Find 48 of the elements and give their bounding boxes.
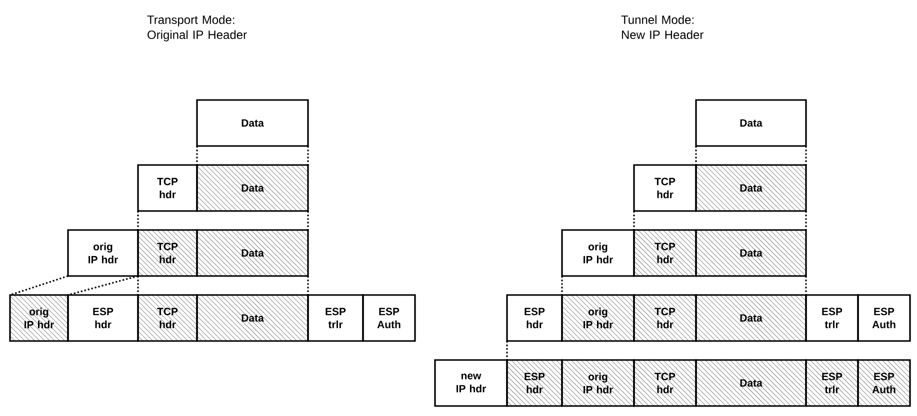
dotted-guide-line — [307, 211, 309, 230]
hatched-field-box: Data — [695, 229, 807, 277]
hatched-field-box: orig IP hdr — [561, 359, 635, 407]
hatched-field-box: Data — [196, 294, 309, 342]
field-box: orig IP hdr — [561, 229, 635, 277]
dotted-guide-line — [196, 146, 198, 165]
dotted-guide-line — [805, 276, 807, 295]
hatched-field-box: Data — [695, 164, 807, 212]
hatched-field-box: Data — [196, 229, 309, 277]
dotted-guide-line — [633, 211, 635, 230]
field-box: ESP hdr — [506, 294, 563, 342]
hatched-field-box: TCP hdr — [633, 294, 697, 342]
dotted-guide-line — [561, 276, 563, 295]
dotted-guide-line — [805, 211, 807, 230]
hatched-field-box: ESP hdr — [506, 359, 563, 407]
hatched-field-box: TCP hdr — [137, 294, 198, 342]
dotted-guide-line — [805, 146, 807, 165]
field-box: ESP Auth — [362, 294, 416, 342]
dotted-guide-line — [137, 211, 139, 230]
dotted-guide-line — [137, 276, 139, 295]
field-box: TCP hdr — [633, 164, 697, 212]
field-box: ESP trlr — [805, 294, 859, 342]
field-box: ESP hdr — [67, 294, 139, 342]
dotted-guide-line — [68, 275, 138, 296]
hatched-field-box: TCP hdr — [137, 229, 198, 277]
field-box: ESP Auth — [857, 294, 911, 342]
mode-heading: Transport Mode: Original IP Header — [147, 15, 247, 42]
dotted-guide-line — [307, 146, 309, 165]
mode-heading: Tunnel Mode: New IP Header — [621, 15, 704, 39]
field-box: orig IP hdr — [67, 229, 139, 277]
hatched-field-box: Data — [695, 359, 807, 407]
field-box: Data — [196, 99, 309, 147]
hatched-field-box: ESP Auth — [857, 359, 911, 407]
hatched-field-box: Data — [196, 164, 309, 212]
dotted-guide-line — [695, 146, 697, 165]
dotted-guide-line — [506, 341, 508, 360]
field-box: Data — [695, 99, 807, 147]
hatched-field-box: TCP hdr — [633, 359, 697, 407]
hatched-field-box: TCP hdr — [633, 229, 697, 277]
hatched-field-box: ESP trlr — [805, 359, 859, 407]
hatched-field-box: orig IP hdr — [561, 294, 635, 342]
hatched-field-box: orig IP hdr — [9, 294, 69, 342]
hatched-field-box: Data — [695, 294, 807, 342]
field-box: ESP trlr — [307, 294, 364, 342]
dotted-guide-line — [10, 275, 68, 296]
field-box: new IP hdr — [434, 359, 508, 407]
field-box: TCP hdr — [137, 164, 198, 212]
dotted-guide-line — [307, 276, 309, 295]
